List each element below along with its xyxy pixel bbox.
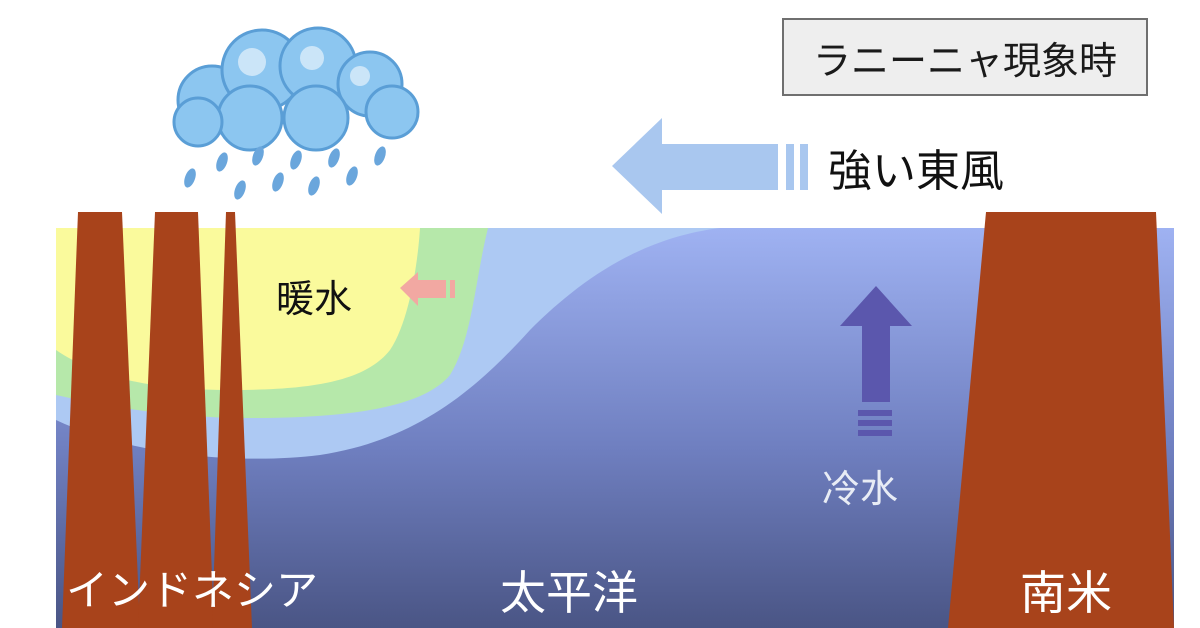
pacific-label: 太平洋 [500,566,638,620]
title-box: ラニーニャ現象時 [782,18,1148,96]
upwelling-arrow-icon [840,286,912,436]
rain-cloud-icon [172,26,420,200]
south-america-landmass [948,212,1174,628]
indonesia-landmass [62,212,252,628]
south-america-label: 南米 [1020,566,1112,620]
warm-water-label: 暖水 [276,277,353,321]
wind-label: 強い東風 [828,146,1004,197]
warm-current-arrow-icon [400,272,455,306]
diagram-title: ラニーニャ現象時 [812,38,1117,83]
wind-arrow-icon [612,118,808,214]
cold-water-label: 冷水 [822,467,899,511]
indonesia-label: インドネシア [66,566,319,615]
